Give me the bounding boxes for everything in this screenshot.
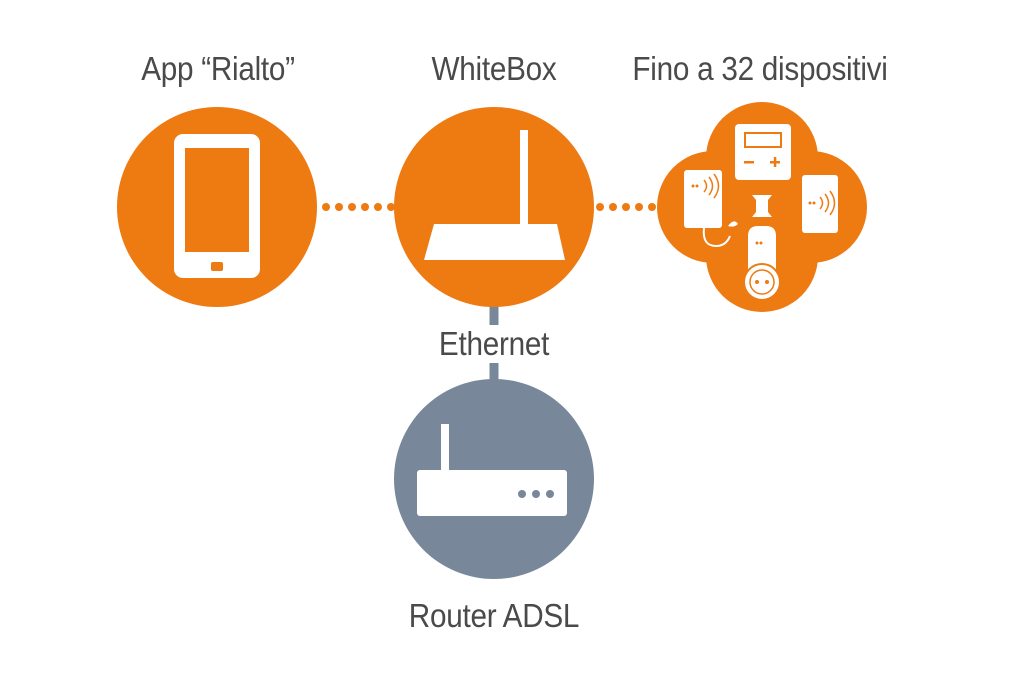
router-label: Router ADSL [408,597,580,634]
ethernet-label: Ethernet [404,325,584,363]
dotted-connector-whitebox-devices [596,203,656,211]
contact-sensor-icon [728,195,772,227]
smart-plug-icon [743,226,781,301]
smartphone-icon [174,134,260,278]
whitebox-node [394,107,594,307]
wireless-router-icon [424,130,565,260]
whitebox-label: WhiteBox [431,50,557,87]
thermostat-icon [735,124,791,180]
adsl-router-icon [417,424,567,516]
motion-sensor-icon [802,175,838,233]
dotted-connector-app-whitebox [322,203,395,211]
app-label: App “Rialto” [141,50,295,87]
devices-label: Fino a 32 dispositivi [632,50,888,87]
router-node [394,379,594,579]
devices-node [657,102,867,312]
door-sensor-icon [684,170,731,248]
app-node [117,107,317,307]
